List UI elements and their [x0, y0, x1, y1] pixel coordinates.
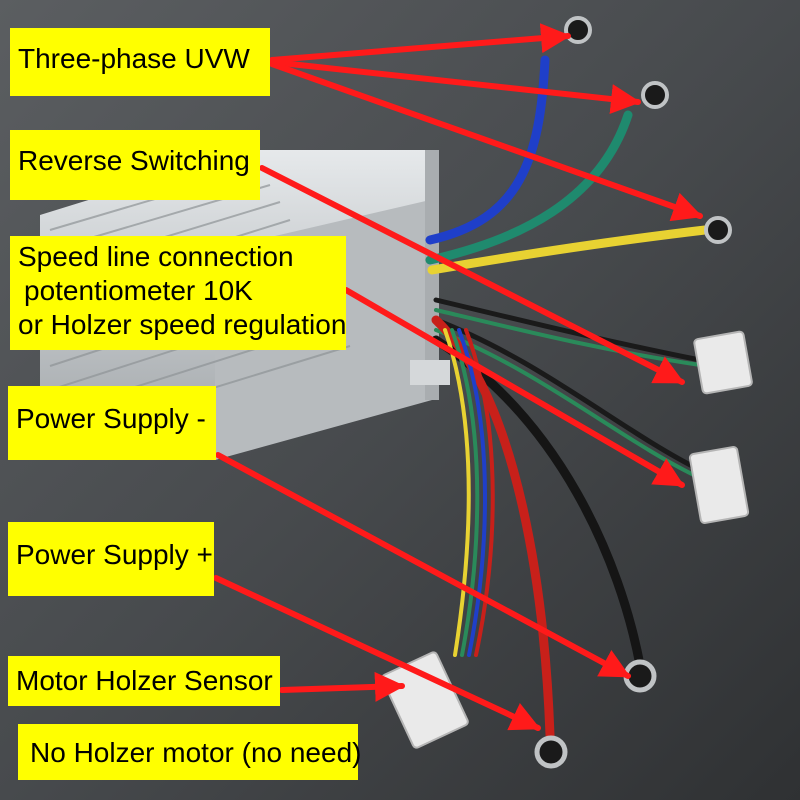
reverse-connector [693, 330, 753, 395]
arrow-uvw-3 [269, 61, 703, 222]
label-text: Motor Holzer Sensor [16, 665, 273, 696]
label-no-holzer-motor: No Holzer motor (no need) [18, 724, 362, 780]
wire-green [425, 110, 633, 265]
label-motor-holzer-sensor: Motor Holzer Sensor [8, 656, 280, 706]
arrow-power-pos [213, 575, 541, 731]
label-text: Power Supply + [16, 539, 213, 570]
label-three-phase-uvw: Three-phase UVW [10, 28, 270, 96]
wires [425, 55, 710, 740]
arrow-speed [343, 287, 685, 488]
speed-connector [688, 445, 750, 525]
wire-hall-red [464, 328, 495, 657]
arrow-uvw-2 [269, 59, 641, 114]
arrow-reverse [259, 165, 685, 385]
label-text: Reverse Switching [18, 145, 250, 176]
wire-hall-blue [457, 328, 487, 657]
wire-hall-green [450, 328, 480, 657]
wire-black-power [431, 335, 645, 670]
label-power-supply-positive: Power Supply + [8, 522, 214, 596]
label-text: Power Supply - [16, 403, 206, 434]
label-power-supply-negative: Power Supply - [8, 386, 216, 460]
wire-hall-black-1 [433, 297, 703, 363]
wire-blue [425, 55, 550, 245]
arrow-power-neg [215, 452, 631, 679]
label-text: potentiometer 10K [24, 275, 253, 306]
arrow-hall [279, 671, 405, 702]
wire-yellow [427, 225, 710, 275]
wire-speed-black [433, 317, 703, 473]
label-text: or Holzer speed regulation [18, 309, 347, 340]
annotation-arrows [213, 23, 703, 731]
wire-hall-yellow [443, 328, 471, 657]
label-reverse-switching: Reverse Switching [10, 130, 260, 200]
label-text: Speed line connection [18, 241, 294, 272]
label-text: Three-phase UVW [18, 43, 250, 74]
label-text: No Holzer motor (no need) [30, 737, 362, 768]
label-speed-line: Speed line connection potentiometer 10K … [10, 236, 346, 350]
arrow-uvw-1 [269, 23, 571, 63]
